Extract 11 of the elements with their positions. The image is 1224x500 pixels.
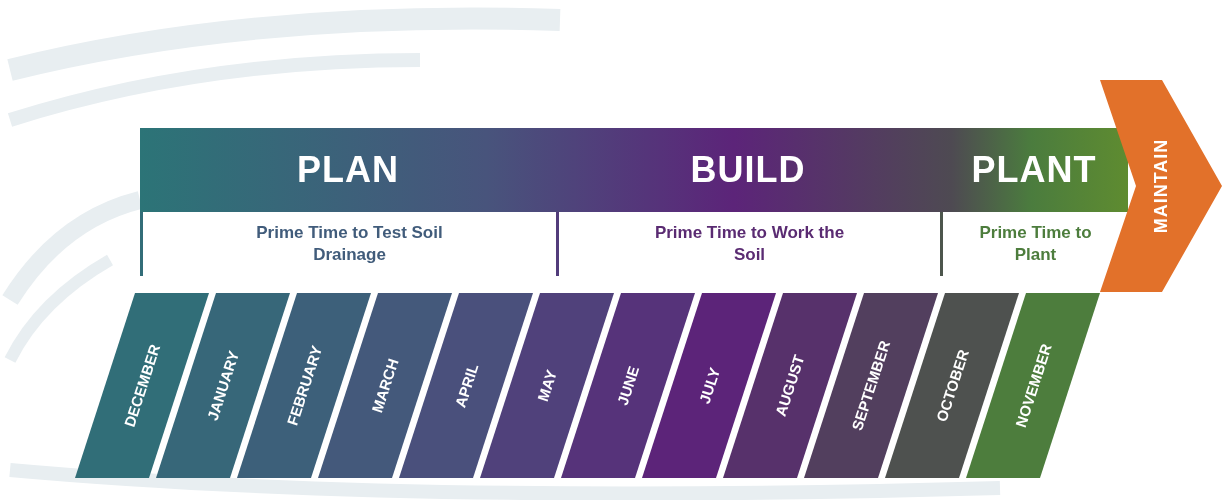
phase-title: PLANT [971, 149, 1097, 191]
month-label: MAY [534, 367, 560, 404]
phase-note: Prime Time to Test Soil Drainage [255, 222, 444, 266]
phase-note: Prime Time to Plant [978, 222, 1093, 266]
month-label: APRIL [450, 361, 482, 410]
phase-title: BUILD [690, 149, 806, 191]
month-label: JULY [695, 365, 723, 406]
phase-title: MAINTAIN [1150, 138, 1172, 234]
phase-note: Prime Time to Work the Soil [653, 222, 846, 266]
phase-title: PLAN [297, 149, 399, 191]
month-label: JUNE [613, 363, 643, 408]
